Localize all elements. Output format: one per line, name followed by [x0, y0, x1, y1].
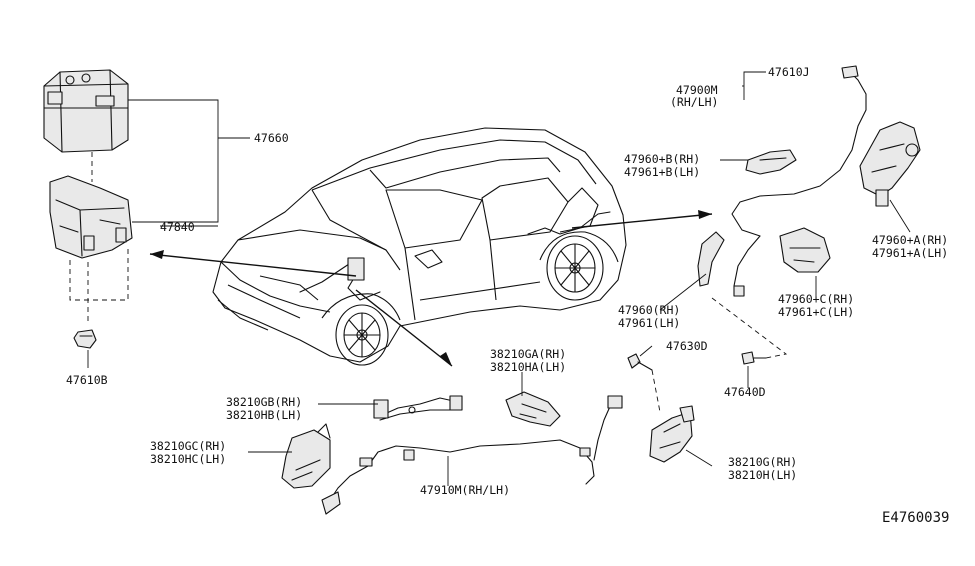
vehicle-illustration: [212, 127, 627, 366]
label-47961b-lh: 47961+B(LH): [624, 165, 700, 179]
label-47910m: 47910M(RH/LH): [420, 483, 510, 497]
wheel-speed-sensor-47910m: [321, 395, 623, 515]
label-47961c-lh: 47961+C(LH): [778, 305, 854, 319]
label-47960b-rh: 47960+B(RH): [624, 152, 700, 166]
label-47640d: 47640D: [724, 385, 766, 399]
label-47900m-side: (RH/LH): [670, 95, 718, 109]
nut-47610b: [73, 329, 97, 349]
label-38210ha-lh: 38210HA(LH): [490, 360, 566, 374]
label-38210g-rh: 38210G(RH): [728, 455, 797, 469]
label-47630d: 47630D: [666, 339, 708, 353]
part-labels: 47660 47840 47610B 47610J 47900M (RH/LH)…: [66, 65, 949, 526]
label-47840: 47840: [160, 220, 195, 234]
sensor-47960c: [733, 227, 831, 297]
label-38210hc-lh: 38210HC(LH): [150, 452, 226, 466]
front-harness: [373, 395, 463, 421]
rear-harness: [731, 65, 867, 237]
label-47961a-lh: 47961+A(LH): [872, 246, 948, 260]
label-47610b: 47610B: [66, 373, 108, 387]
bracket-47960b: [745, 149, 797, 175]
bracket-47960: [697, 231, 725, 287]
label-38210gb-rh: 38210GB(RH): [226, 395, 302, 409]
label-38210ga-rh: 38210GA(RH): [490, 347, 566, 361]
bolt-47630d: [627, 353, 661, 413]
abs-bracket: [49, 175, 133, 325]
bracket-38210gc: [281, 423, 331, 489]
label-38210hb-lh: 38210HB(LH): [226, 408, 302, 422]
diagram-id: E4760039: [882, 510, 949, 526]
abs-actuator-unit: [43, 69, 129, 182]
label-47660: 47660: [254, 131, 289, 145]
label-47960c-rh: 47960+C(RH): [778, 292, 854, 306]
bolt-47640d: [711, 297, 788, 365]
bracket-38210g: [649, 405, 695, 463]
sensor-assembly-47960a: [859, 121, 921, 207]
label-47900m: 47900M: [676, 83, 718, 97]
label-47960-rh: 47960(RH): [618, 303, 680, 317]
label-38210h-lh: 38210H(LH): [728, 468, 797, 482]
label-47961-lh: 47961(LH): [618, 316, 680, 330]
bracket-38210ga: [505, 391, 561, 427]
label-38210gc-rh: 38210GC(RH): [150, 439, 226, 453]
label-47610j: 47610J: [768, 65, 810, 79]
label-47960a-rh: 47960+A(RH): [872, 233, 948, 247]
callout-arrows: [149, 210, 713, 367]
